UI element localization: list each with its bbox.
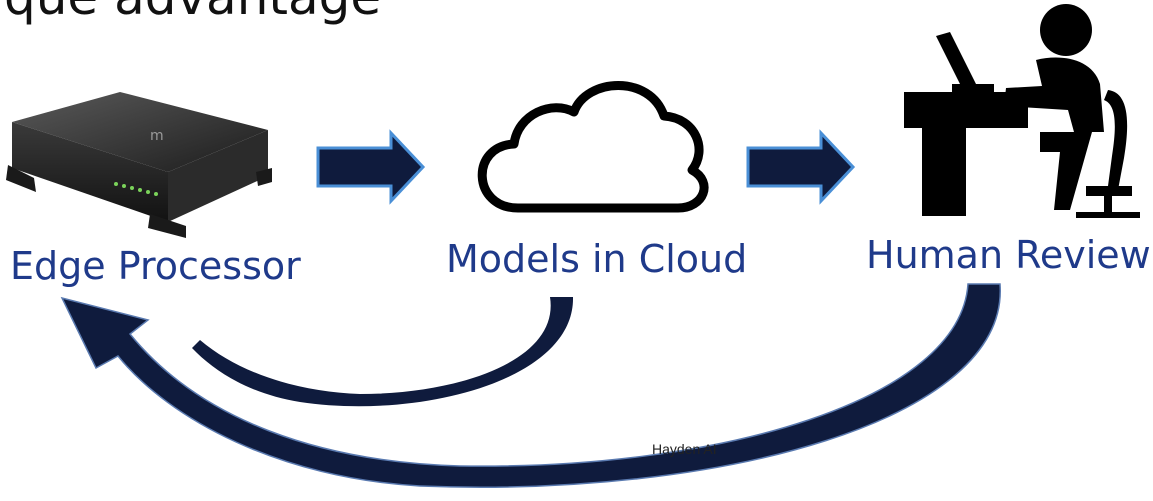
node-label-human-review: Human Review	[866, 233, 1151, 277]
slide-title: que advantage	[4, 0, 381, 26]
edge-processor-device-icon: m	[6, 92, 272, 238]
feedback-arrow-human-to-edge	[60, 283, 1001, 488]
node-label-models-in-cloud: Models in Cloud	[446, 237, 748, 281]
cloud-icon	[477, 81, 709, 213]
svg-text:m: m	[150, 128, 164, 144]
footer-brand: Hayden AI	[652, 441, 717, 457]
arrow-cloud-to-human	[746, 129, 856, 205]
status-led-row	[114, 182, 158, 196]
node-label-edge-processor: Edge Processor	[10, 244, 301, 288]
feedback-arrow-cloud-to-edge	[192, 297, 574, 407]
arrow-edge-to-cloud	[316, 129, 426, 205]
person-at-desk-icon	[904, 4, 1140, 218]
